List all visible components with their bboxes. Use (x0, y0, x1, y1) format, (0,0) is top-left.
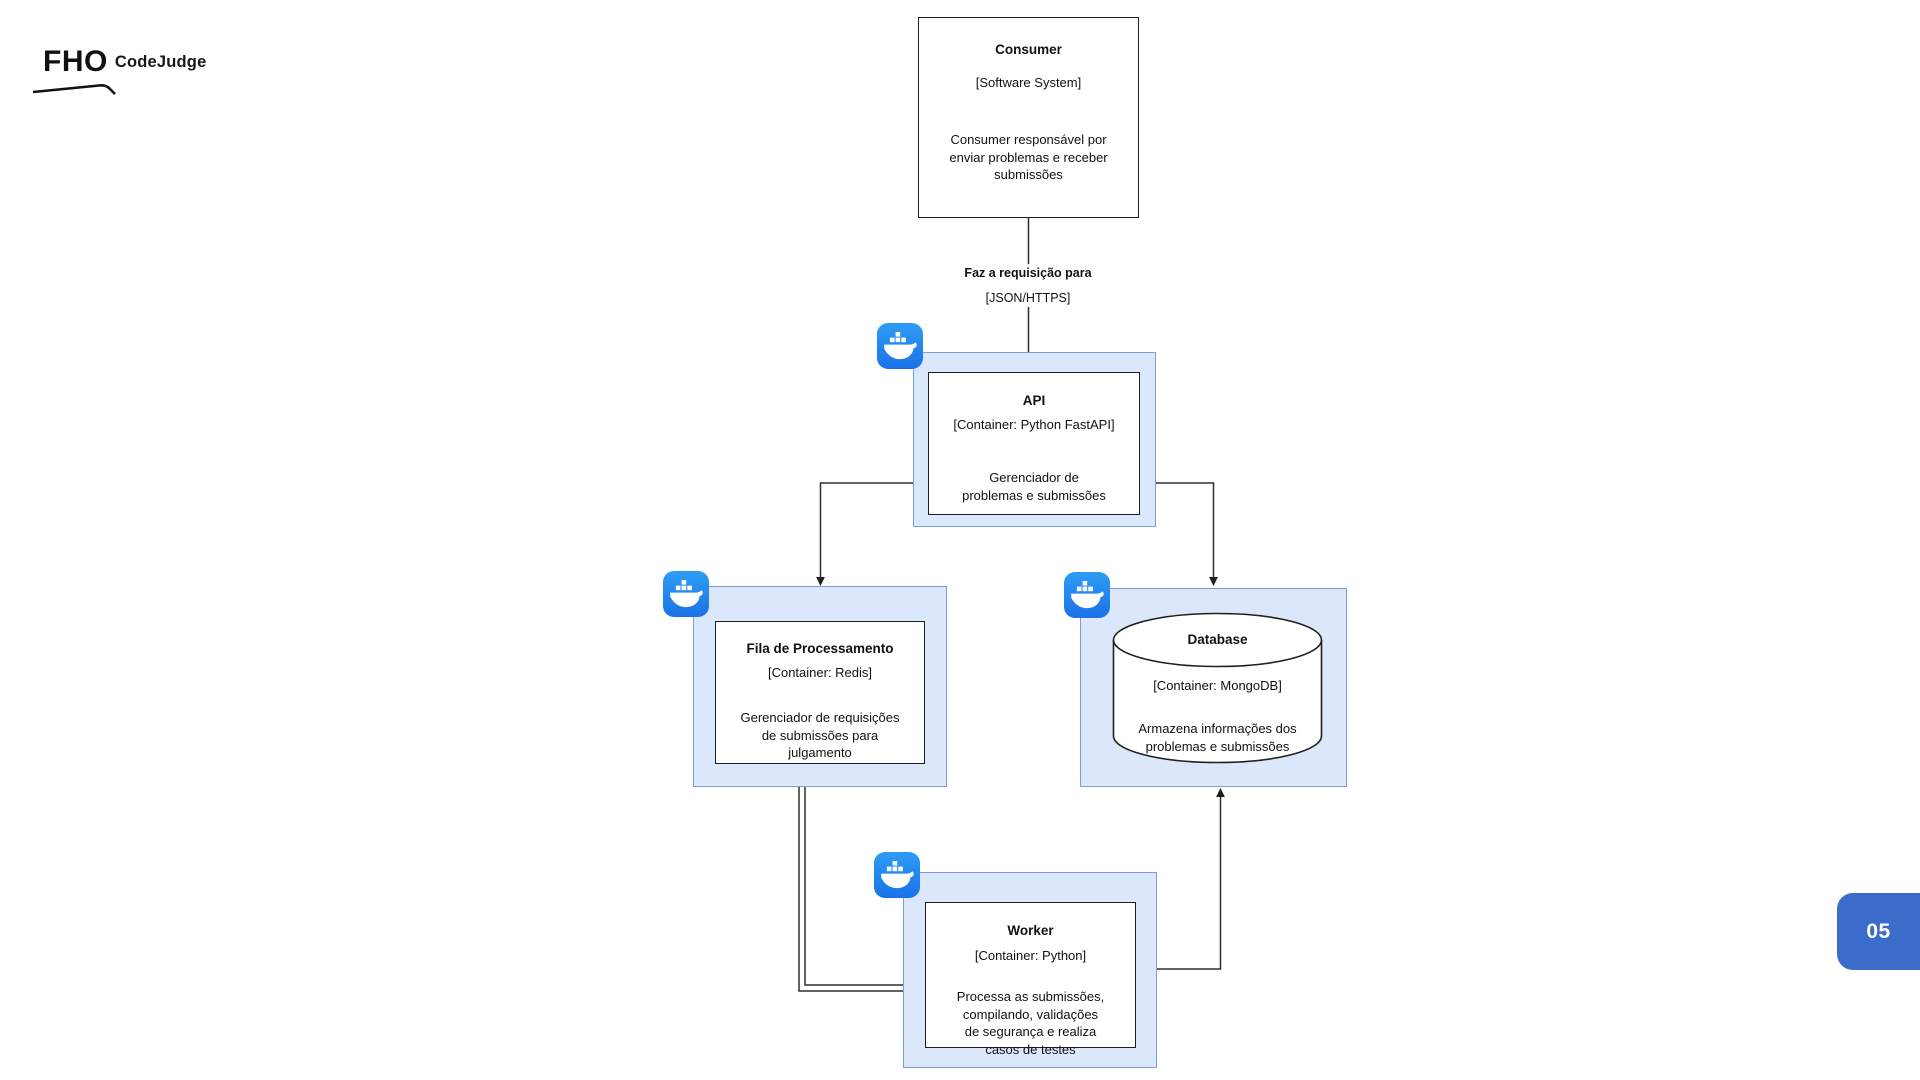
database-cylinder-shape (1112, 612, 1323, 764)
page-number: 05 (1866, 919, 1891, 943)
fho-logo-text: FHO (43, 45, 108, 78)
node-consumer: Consumer [Software System] Consumer resp… (918, 17, 1139, 218)
node-description: Processa as submissões, compilando, vali… (956, 989, 1105, 1057)
node-api: API [Container: Python FastAPI] Gerencia… (928, 372, 1140, 515)
brand-logo: FHO CodeJudge (33, 45, 207, 95)
node-description: Armazena informações dos problemas e sub… (1138, 721, 1297, 754)
node-title: Database (1187, 632, 1248, 647)
node-type: [Software System] (975, 75, 1082, 90)
node-type: [Container: Redis] (767, 665, 873, 680)
codejudge-logo-text: CodeJudge (114, 52, 207, 71)
node-type: [Container: Python] (974, 948, 1087, 963)
docker-icon (877, 323, 923, 369)
edge-queue-worker-line-inner (804, 787, 903, 986)
edge-api-to-queue (816, 482, 928, 586)
node-description: Consumer responsável por enviar problema… (949, 132, 1108, 182)
node-database: Database [Container: MongoDB] Armazena i… (1112, 612, 1323, 765)
node-queue: Fila de Processamento [Container: Redis]… (715, 621, 925, 764)
edge-label-text: Faz a requisição para (964, 266, 1092, 280)
edge-queue-worker-line-outer (798, 787, 903, 992)
edge-technology-text: [JSON/HTTPS] (985, 291, 1071, 305)
node-description: Gerenciador de requisições de submissões… (740, 710, 900, 760)
node-description: Gerenciador de problemas e submissões (962, 470, 1106, 503)
node-title: Worker (1007, 923, 1054, 938)
edge-label-consumer-api: Faz a requisição para [JSON/HTTPS] (958, 264, 1098, 307)
node-title: Consumer (995, 42, 1062, 57)
docker-icon (874, 852, 920, 898)
edge-worker-to-database (1157, 788, 1225, 970)
node-title: API (1022, 393, 1046, 408)
edge-api-to-database (1140, 482, 1218, 586)
docker-icon (1064, 572, 1110, 618)
node-title: Fila de Processamento (746, 641, 894, 656)
node-type: [Container: MongoDB] (1153, 678, 1282, 693)
docker-icon (663, 571, 709, 617)
node-worker: Worker [Container: Python] Processa as s… (925, 902, 1136, 1057)
node-type: [Container: Python FastAPI] (953, 417, 1115, 432)
page-number-badge: 05 (1837, 893, 1920, 970)
